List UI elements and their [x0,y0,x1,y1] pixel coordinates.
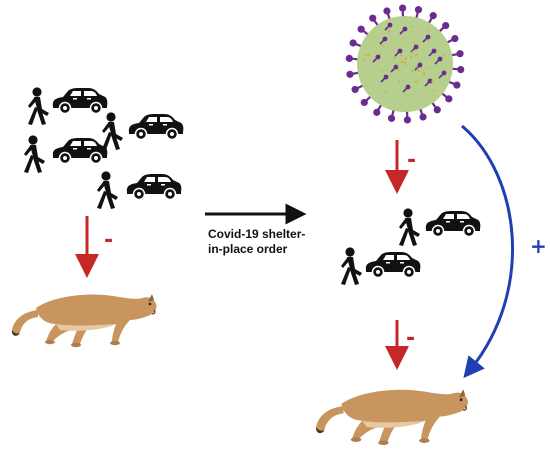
walking-person-icon [24,135,45,173]
mountain-lion-icon [316,389,468,445]
coronavirus-icon [346,4,465,123]
walking-person-icon [28,87,49,125]
arrow-label-line2: in-place order [208,242,288,256]
walking-person-icon [102,112,123,150]
walking-person-icon [399,208,420,246]
mountain-lion-icon [12,294,157,347]
positive-effect-arrow [462,126,513,370]
walking-person-icon [97,171,118,209]
car-icon [53,88,108,114]
positive-sign: + [530,234,547,258]
walking-person-icon [341,247,362,285]
car-icon [426,211,481,237]
negative-sign: - [406,326,415,351]
pre-pandemic-traffic [24,87,183,209]
car-icon [53,138,108,164]
car-icon [129,114,184,140]
reduced-traffic [341,208,480,285]
negative-sign: - [104,228,113,253]
negative-sign: - [407,148,416,173]
arrow-label-line1: Covid-19 shelter- [208,227,305,241]
car-icon [366,252,421,278]
car-icon [127,174,182,200]
